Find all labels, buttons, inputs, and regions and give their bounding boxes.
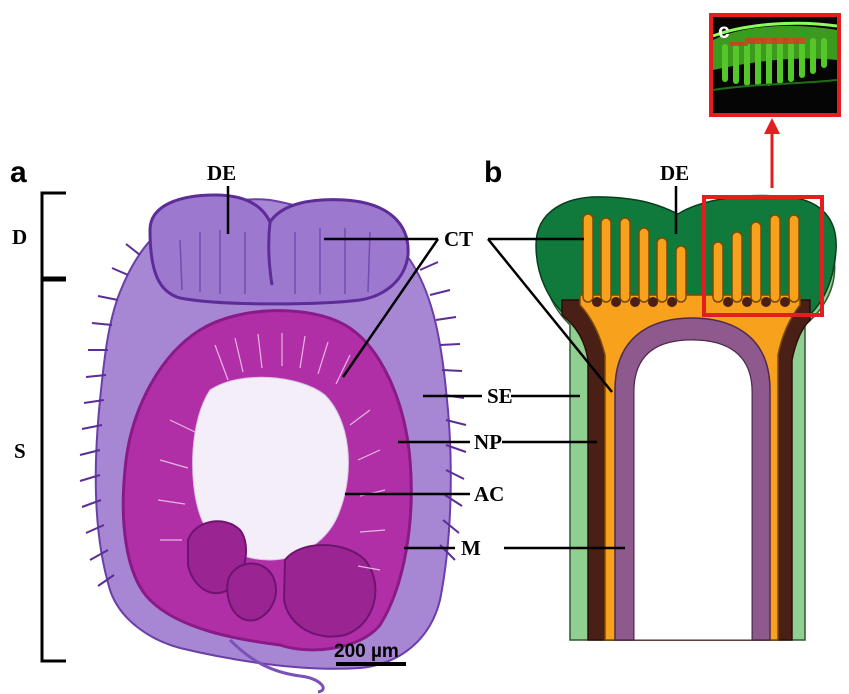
label-de-diagram: DE <box>660 161 689 185</box>
label-de-photo: DE <box>207 161 236 185</box>
muscle-lobe-right <box>284 545 375 637</box>
panel-c-letter: c <box>718 20 730 43</box>
panel-a: a D S <box>10 156 513 692</box>
bracket-d <box>42 193 66 278</box>
label-np: NP <box>474 430 502 454</box>
muscle-lobe-middle <box>227 564 276 621</box>
scale-bar-label: 200 µm <box>334 641 399 662</box>
bracket-s <box>42 280 66 661</box>
diagram-central-hollow <box>634 340 752 640</box>
label-ac: AC <box>474 482 504 506</box>
bracket-d-label: D <box>12 225 27 249</box>
label-se: SE <box>487 384 513 408</box>
arrow-to-inset <box>764 118 780 188</box>
label-m: M <box>461 536 481 560</box>
panel-b: b <box>484 118 836 640</box>
panel-c-inset: c <box>711 15 839 115</box>
panel-b-letter: b <box>484 156 502 189</box>
label-ct: CT <box>444 227 473 251</box>
bracket-s-label: S <box>14 439 26 463</box>
papilla-histology-image <box>80 195 466 692</box>
panel-a-letter: a <box>10 156 27 189</box>
